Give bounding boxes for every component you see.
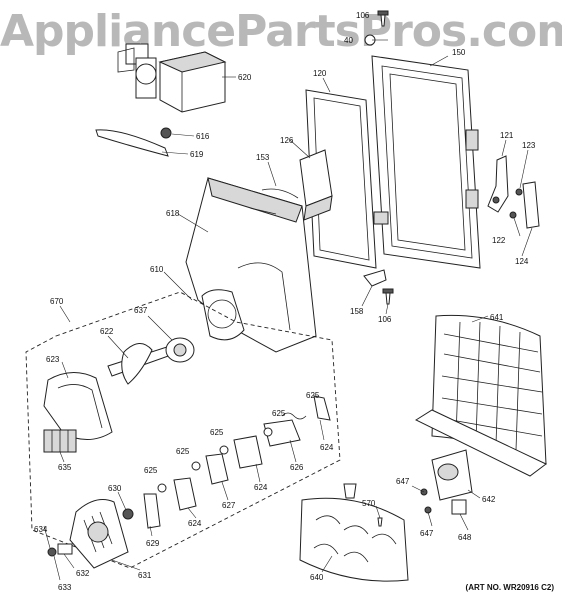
site-watermark: AppliancePartsPros.com: [0, 6, 562, 57]
callout-648: 648: [458, 533, 472, 542]
hinge-parts: [487, 155, 540, 229]
callout-629: 629: [146, 539, 160, 548]
callout-120: 120: [313, 69, 327, 78]
callout-106-upper: 106: [356, 11, 370, 20]
callout-124: 124: [515, 257, 529, 266]
callout-633: 633: [58, 583, 72, 592]
callout-126: 126: [280, 136, 294, 145]
callout-625-e: 625: [144, 466, 158, 475]
ice-tray-part: [299, 483, 409, 582]
callout-618: 618: [166, 209, 180, 218]
chute-door-part: [299, 149, 333, 221]
water-valve-part: [420, 449, 473, 515]
auger-part: [107, 343, 175, 385]
callout-627: 627: [222, 501, 236, 510]
callout-623: 623: [46, 355, 60, 364]
callout-634: 634: [34, 525, 48, 534]
callout-150: 150: [452, 48, 466, 57]
lever-springs: [143, 395, 331, 529]
callout-625-c: 625: [210, 428, 224, 437]
callout-632: 632: [76, 569, 90, 578]
callout-631: 631: [138, 571, 152, 580]
callout-123: 123: [522, 141, 536, 150]
paddle-part: [95, 129, 169, 157]
callout-106-lower: 106: [378, 315, 392, 324]
callout-624-c: 624: [188, 519, 202, 528]
callout-647-b: 647: [420, 529, 434, 538]
callout-153: 153: [256, 153, 270, 162]
callout-670: 670: [50, 297, 64, 306]
art-number: (ART NO. WR20916 C2): [465, 583, 554, 592]
callout-622: 622: [100, 327, 114, 336]
callout-641: 641: [490, 313, 504, 322]
callout-121: 121: [500, 131, 514, 140]
auger-housing-part: [43, 372, 113, 453]
callout-625-a: 625: [306, 391, 320, 400]
crusher-gear-part: [160, 127, 172, 139]
callout-626: 626: [290, 463, 304, 472]
callout-635: 635: [58, 463, 72, 472]
coupler-part: [165, 337, 195, 363]
callout-640: 640: [310, 573, 324, 582]
dispenser-door-frame: [371, 55, 481, 269]
callout-619: 619: [190, 150, 204, 159]
callout-158: 158: [350, 307, 364, 316]
callout-625-d: 625: [176, 447, 190, 456]
callout-122: 122: [492, 236, 506, 245]
callout-647-a: 647: [396, 477, 410, 486]
ice-bucket-housing: [185, 177, 317, 353]
wire-part: [261, 188, 299, 199]
callout-610: 610: [150, 265, 164, 274]
leader-lines: [43, 39, 533, 581]
callout-570: 570: [362, 499, 376, 508]
auger-motor-part: [117, 43, 227, 113]
bracket-part: [363, 269, 387, 287]
callout-637: 637: [134, 306, 148, 315]
callout-620: 620: [238, 73, 252, 82]
callout-labels: 106 40 150 120 620 616 619 126 153 121 1…: [34, 11, 536, 592]
shelf-part: [414, 314, 547, 477]
callout-624-b: 624: [254, 483, 268, 492]
callout-616: 616: [196, 132, 210, 141]
callout-642: 642: [482, 495, 496, 504]
callout-625-b: 625: [272, 409, 286, 418]
callout-630: 630: [108, 484, 122, 493]
callout-40: 40: [344, 36, 353, 45]
screw-106-lower: [382, 288, 394, 305]
callout-624-a: 624: [320, 443, 334, 452]
dispenser-assembly-outline: [25, 291, 341, 569]
motor-mount-assembly: [47, 499, 134, 569]
